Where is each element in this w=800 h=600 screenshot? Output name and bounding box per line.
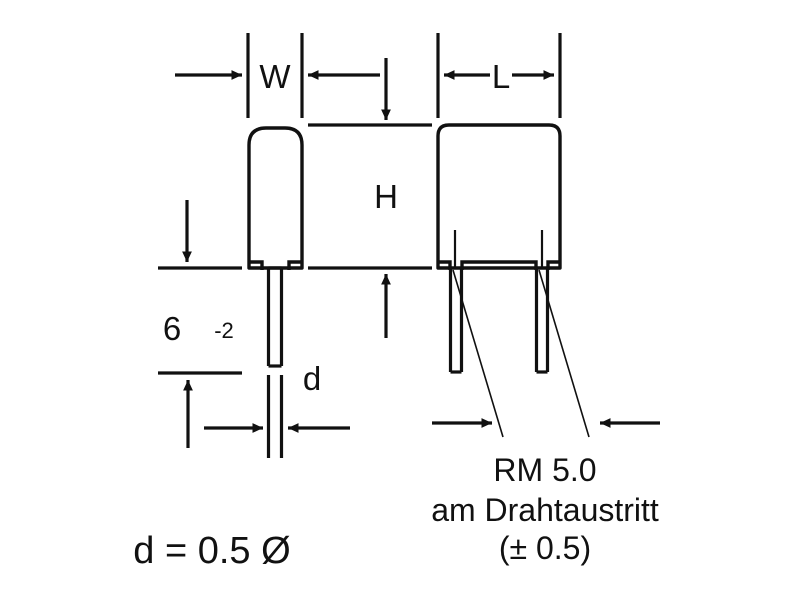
pitch-note-line-1: RM 5.0 [493, 452, 596, 488]
lead-length-tolerance-label: -2 [214, 318, 234, 343]
left-capacitor-bottom-notch [249, 260, 302, 270]
right-capacitor-front-view [436, 123, 590, 438]
dimension-lead-diameter: d [204, 360, 350, 433]
dimension-lead-length: 6 -2 [158, 200, 242, 448]
dimension-width: W [175, 33, 380, 118]
lead-spec-block: d = 0.5 Ø [133, 530, 290, 572]
left-capacitor-side-view [247, 126, 304, 458]
left-capacitor-body [247, 126, 304, 270]
length-label: L [492, 58, 510, 95]
height-label: H [374, 178, 398, 215]
pitch-note-block: RM 5.0 am Drahtaustritt (± 0.5) [431, 452, 659, 566]
dimension-length: L [436, 33, 562, 118]
width-label: W [259, 58, 291, 95]
pitch-note-line-3: (± 0.5) [499, 530, 591, 566]
right-capacitor-bottom-notches [438, 260, 560, 270]
leader-line-left-lead [452, 269, 504, 438]
pitch-note-line-2: am Drahtaustritt [431, 492, 659, 528]
lead-spec-text: d = 0.5 Ø [133, 530, 290, 572]
leader-line-right-lead [538, 269, 590, 438]
right-capacitor-body [436, 123, 562, 270]
lead-length-value-label: 6 [163, 310, 181, 347]
lead-diameter-label: d [303, 360, 321, 397]
dimension-height: H [308, 58, 432, 338]
